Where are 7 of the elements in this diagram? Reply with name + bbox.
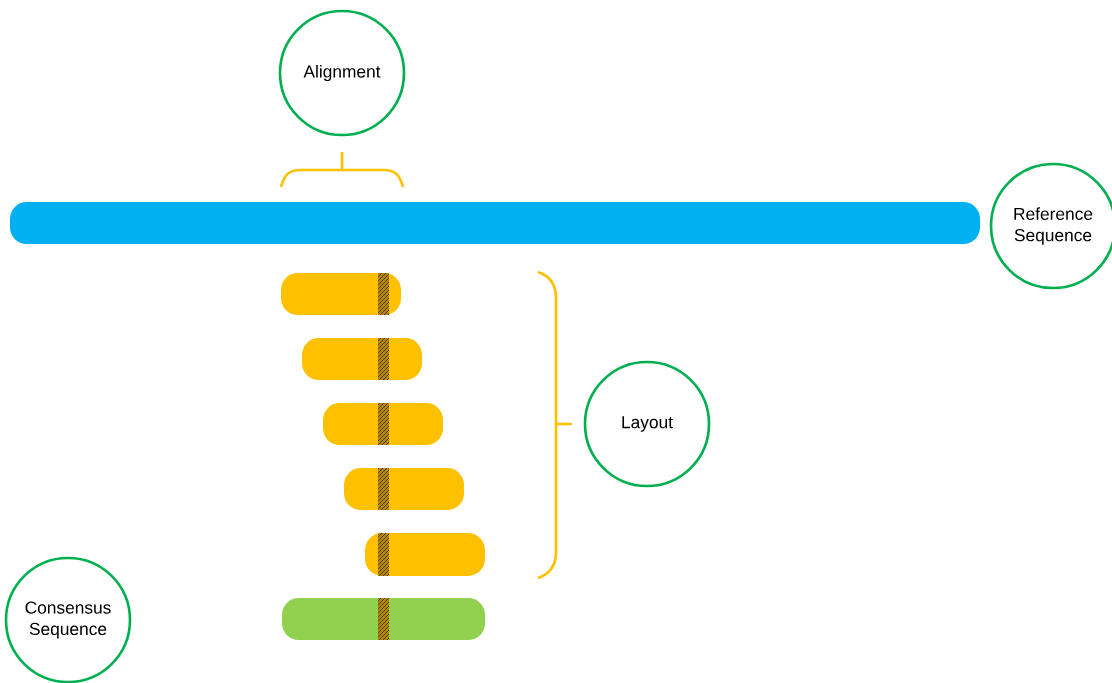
read-bar xyxy=(302,338,422,380)
consensus-bar xyxy=(282,598,485,640)
read-bar xyxy=(365,533,485,576)
reference-bar xyxy=(10,202,980,244)
read-bar xyxy=(323,403,443,445)
read-bar xyxy=(281,273,401,315)
read-bar xyxy=(344,468,464,510)
